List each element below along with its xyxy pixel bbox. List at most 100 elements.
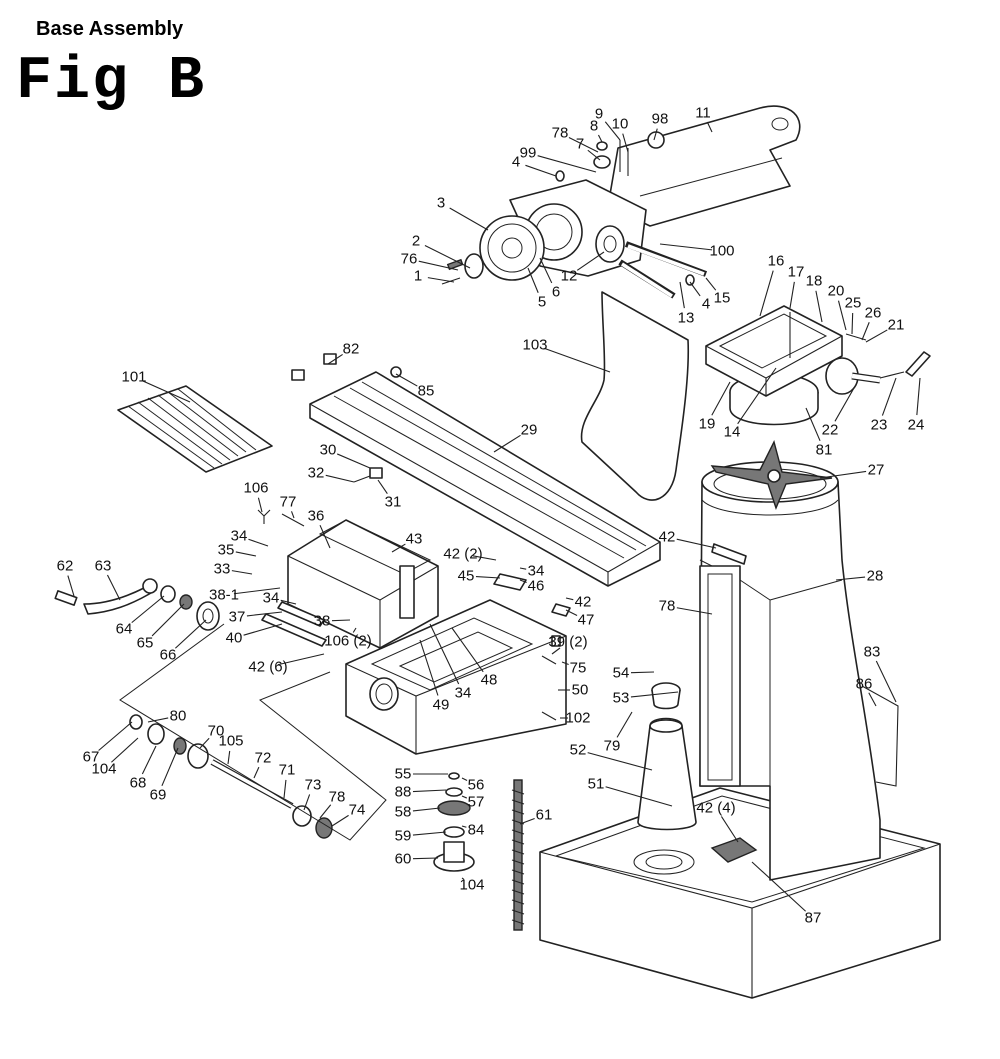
callout-21: 21 (888, 317, 905, 334)
callout-11: 11 (695, 105, 711, 122)
bevel-gear-stack (433, 772, 475, 872)
callout-86: 86 (856, 676, 873, 693)
callout-26: 26 (865, 305, 882, 322)
callout-3: 3 (437, 195, 445, 212)
callout-62: 62 (57, 558, 74, 575)
leader-line (630, 691, 679, 698)
callout-9: 9 (595, 106, 603, 123)
callout-32: 32 (308, 465, 325, 482)
leader-line (875, 660, 897, 703)
leader-line (243, 623, 283, 636)
callout-69: 69 (150, 787, 167, 804)
callout-57: 57 (468, 794, 485, 811)
leader-line (141, 745, 157, 775)
callout-61: 61 (536, 807, 553, 824)
leader-line (319, 804, 332, 819)
callout-28: 28 (867, 568, 884, 585)
leader-line (418, 260, 459, 271)
callout-20: 20 (828, 283, 845, 300)
crank-handle (54, 578, 220, 631)
callout-8: 8 (590, 118, 598, 135)
leader-line (412, 807, 441, 812)
leader-line (233, 587, 281, 595)
leader-line (231, 570, 253, 575)
callout-106: 106 (243, 480, 268, 497)
leader-line (67, 575, 75, 597)
callout-17: 17 (788, 264, 805, 281)
callout-70: 70 (208, 723, 225, 740)
leader-line (327, 354, 343, 365)
callout-46: 46 (528, 578, 545, 595)
callout-78: 78 (659, 598, 676, 615)
callout-50: 50 (572, 682, 589, 699)
callout-85: 85 (418, 383, 435, 400)
callout-42: 42 (659, 529, 676, 546)
callout-18: 18 (806, 273, 823, 290)
leader-line (331, 619, 351, 622)
leader-line (429, 623, 460, 685)
callout-51: 51 (588, 776, 605, 793)
leader-line (174, 619, 207, 649)
callout-42-2: 42 (2) (443, 546, 482, 563)
leader-line (227, 750, 231, 765)
leader-line (319, 524, 331, 549)
callout-104: 104 (91, 761, 116, 778)
leader-line (472, 555, 497, 561)
leader-line (290, 511, 295, 519)
leader-line (705, 277, 717, 291)
callout-87: 87 (805, 910, 822, 927)
leader-line (412, 789, 447, 793)
elevating-housing (637, 682, 697, 831)
vise-assembly (705, 305, 931, 426)
callout-38: 38 (314, 613, 331, 630)
callout-60: 60 (395, 851, 412, 868)
callout-83: 83 (864, 644, 881, 661)
leader-line (461, 777, 468, 782)
callout-15: 15 (714, 290, 731, 307)
callout-74: 74 (349, 802, 366, 819)
leader-line (789, 281, 795, 309)
leader-line (527, 267, 539, 293)
leader-line (412, 831, 447, 836)
leader-line (461, 825, 467, 828)
leader-line (519, 817, 535, 825)
leader-line (751, 861, 807, 912)
leader-line (391, 543, 406, 553)
callout-4: 4 (702, 296, 710, 313)
callout-49: 49 (433, 697, 450, 714)
leader-line (246, 611, 283, 617)
leader-line (331, 814, 349, 827)
leader-line (427, 277, 455, 283)
callout-78: 78 (329, 789, 346, 806)
leader-line (834, 387, 855, 422)
leader-line (659, 243, 713, 251)
callout-88: 88 (395, 784, 412, 801)
callout-59: 59 (395, 828, 412, 845)
leader-line (248, 538, 269, 547)
callout-30: 30 (320, 442, 337, 459)
ram (607, 105, 801, 227)
leader-line (106, 574, 121, 601)
callout-16: 16 (768, 253, 785, 270)
knee (345, 599, 567, 755)
callout-79: 79 (604, 738, 621, 755)
callout-102: 102 (565, 710, 590, 727)
callout-66: 66 (160, 647, 177, 664)
leader-line (605, 786, 673, 807)
leader-line (131, 595, 165, 624)
leader-line (737, 367, 777, 425)
leader-line (851, 312, 854, 335)
callout-103: 103 (522, 337, 547, 354)
leader-line (630, 671, 655, 674)
leader-line (451, 627, 484, 673)
leader-line (461, 795, 468, 799)
leader-line (720, 816, 739, 843)
gib-strips (261, 543, 758, 863)
callout-100: 100 (709, 243, 734, 260)
callout-39-2: 39 (2) (548, 634, 587, 651)
figure-title: Fig B (16, 48, 207, 116)
callout-58: 58 (395, 804, 412, 821)
callout-43: 43 (406, 531, 423, 548)
leader-line (815, 290, 823, 323)
